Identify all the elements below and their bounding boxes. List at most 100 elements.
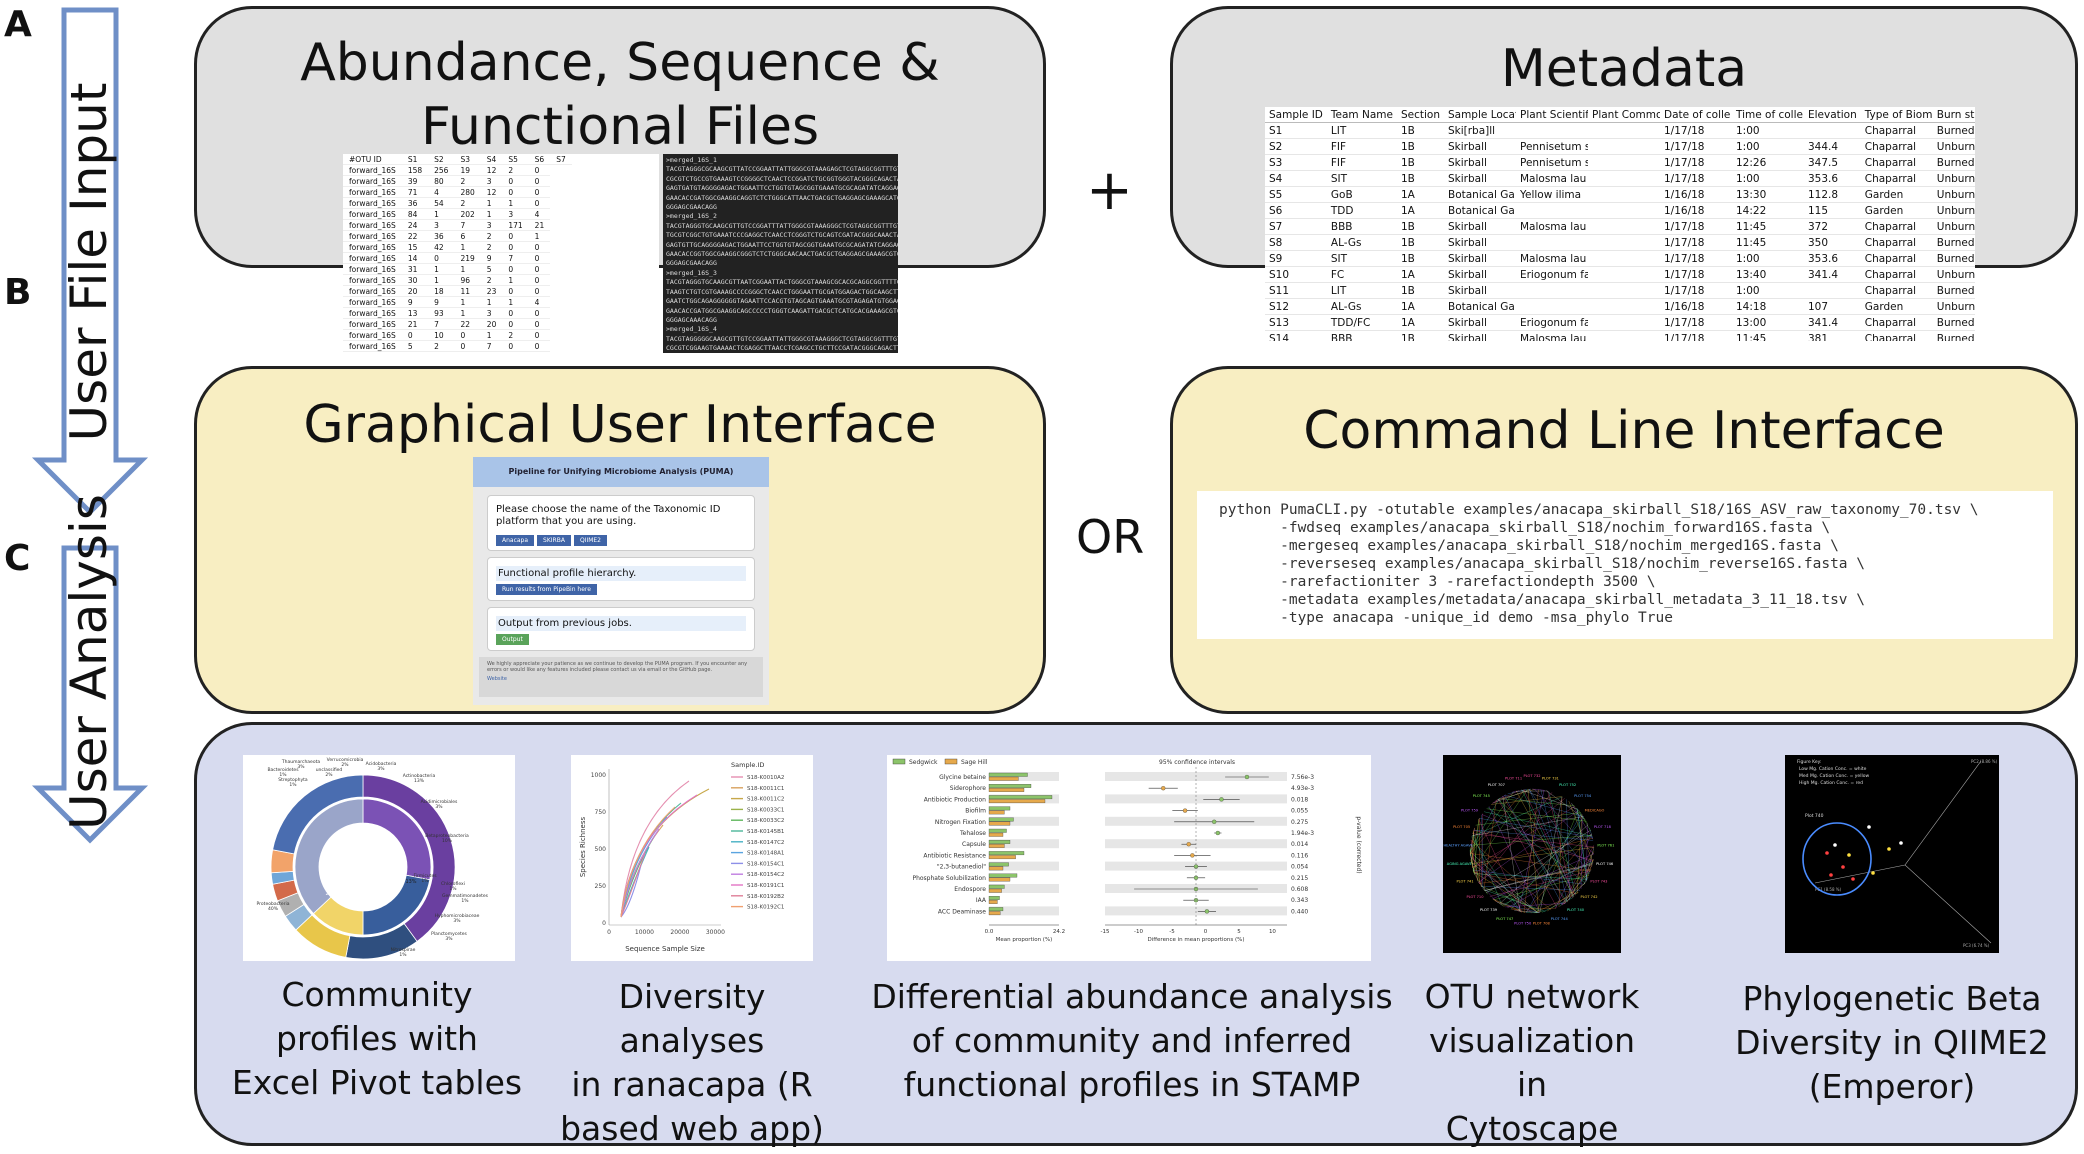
- ci-point: [1215, 830, 1220, 836]
- right-tick: -10: [1134, 929, 1143, 935]
- gui-footer-text: We highly appreciate your patience as we…: [487, 661, 748, 673]
- abundance-cell: 280: [454, 186, 481, 198]
- row-band: [1105, 906, 1287, 916]
- abundance-cell: 30: [401, 274, 429, 286]
- caption-network-l1: OTU network: [1424, 977, 1640, 1016]
- abundance-cell: 2: [428, 340, 455, 352]
- mean-bar-sedgwick: [988, 851, 1025, 856]
- metadata-cell: Chaparral: [1860, 282, 1933, 299]
- metadata-cell: Ski[rba]ll: [1443, 122, 1516, 139]
- p-value: 0.014: [1291, 841, 1308, 848]
- y-tick-label: 1000: [591, 772, 606, 779]
- metadata-cell: S9: [1265, 250, 1327, 267]
- metadata-cell: 347.5: [1803, 154, 1861, 171]
- network-node-label: PLOT 740: [1567, 908, 1585, 912]
- metadata-cell: Botanical Ga Yellow ilima: [1443, 298, 1516, 315]
- metadata-cell: Skirball: [1443, 170, 1516, 187]
- metadata-cell: [1587, 250, 1660, 267]
- sequence-line: >merged_16S_4: [666, 325, 717, 334]
- axis-line: [1814, 864, 1906, 884]
- p-value: 0.018: [1291, 796, 1308, 803]
- metadata-cell: [1803, 122, 1861, 139]
- abundance-cell: 18: [428, 285, 455, 297]
- feature-label: ACC Deaminase: [938, 908, 986, 915]
- ci-point: [1190, 853, 1195, 858]
- network-node-label: PLOT 752: [1559, 783, 1576, 787]
- sequence-line: TAAGTCTGTCGTGAAAGCCCCGGGCTCAACCTGGGAATTG…: [666, 287, 898, 296]
- p-value: 0.116: [1291, 852, 1308, 859]
- metadata-cell: S7: [1265, 218, 1327, 235]
- network-edge: [1480, 885, 1543, 913]
- network-edge: [1548, 791, 1576, 895]
- metadata-cell: 1A: [1396, 186, 1444, 203]
- metadata-cell: Botanical Ga Sida fallax: [1443, 186, 1516, 203]
- abundance-cell: 31: [401, 263, 429, 275]
- network-edge: [1470, 862, 1538, 913]
- rarefaction-curve: [620, 788, 710, 918]
- metadata-cell: 1A: [1396, 314, 1444, 331]
- metadata-cell: 1:00: [1731, 122, 1804, 139]
- metadata-cell: 112.8: [1803, 186, 1861, 203]
- skirba-button[interactable]: SKIRBA: [537, 535, 571, 546]
- axis-label: PC1 (8.58 %): [1815, 887, 1842, 892]
- abundance-cell: 4: [528, 296, 551, 308]
- metadata-cell: 1/17/18: [1659, 154, 1732, 171]
- network-edge: [1471, 796, 1563, 837]
- abundance-cell: 1: [480, 296, 503, 308]
- abundance-cell: 9: [480, 252, 503, 264]
- network-edge: [1470, 855, 1521, 913]
- abundance-cell: forward_16S: [343, 296, 402, 308]
- metadata-cell: 13:30: [1731, 186, 1804, 203]
- user-file-input-label: User File Input: [60, 82, 118, 442]
- mean-bar-sagehill: [988, 788, 1025, 792]
- abundance-cell: 0: [528, 175, 551, 187]
- sequence-line: >merged_16S_3: [666, 268, 717, 277]
- caption-emperor-l1: Phylogenetic Beta: [1742, 979, 2042, 1018]
- right-tick: 0: [1204, 929, 1208, 935]
- pie-label: unclassified: [316, 767, 343, 773]
- ci-point: [1186, 842, 1191, 847]
- metadata-cell: 1B: [1396, 122, 1444, 139]
- metadata-cell: Garden: [1860, 186, 1933, 203]
- metadata-cell: 13:00: [1731, 314, 1804, 331]
- pie-pct: 1%: [461, 898, 469, 904]
- metadata-cell: [1587, 234, 1660, 251]
- row-band: [989, 816, 1059, 826]
- gui-footer: We highly appreciate your patience as we…: [479, 657, 763, 697]
- website-link[interactable]: Website: [487, 676, 507, 682]
- metadata-cell: 14:22: [1731, 202, 1804, 219]
- metadata-cell: Unburned: [1932, 202, 1975, 219]
- metadata-cell: 1/17/18: [1659, 250, 1732, 267]
- abundance-cell: forward_16S: [343, 307, 402, 319]
- anacapa-button[interactable]: Anacapa: [496, 535, 535, 546]
- abundance-cell: 0: [528, 164, 551, 176]
- abundance-cell: 1: [454, 241, 481, 253]
- metadata-cell: Skirball: [1443, 218, 1516, 235]
- x-tick-label: 0: [607, 929, 611, 936]
- abundance-cell: 12: [480, 186, 503, 198]
- network-edge: [1473, 872, 1578, 894]
- caption-diversity-l2: in ranacapa (R: [571, 1065, 813, 1104]
- qiime2-button[interactable]: QIIME2: [573, 535, 607, 546]
- caption-stamp-l3: functional profiles in STAMP: [903, 1065, 1361, 1104]
- metadata-cell: Skirball: [1443, 330, 1516, 341]
- output-button[interactable]: Output: [496, 634, 529, 645]
- metadata-cell: Eriogonum fa California Bu: [1515, 314, 1588, 331]
- network-node-label: PLOT 750: [1514, 921, 1532, 925]
- left-tick: 24.2: [1053, 929, 1065, 935]
- network-edge: [1532, 788, 1545, 791]
- run-results-button[interactable]: Run results from PipeBin here: [496, 584, 597, 595]
- abundance-cell: 0: [528, 274, 551, 286]
- feature-label: Nitrogen Fixation: [935, 819, 986, 826]
- metadata-cell: 1B: [1396, 282, 1444, 299]
- metadata-header-cell: Team Name: [1326, 107, 1397, 123]
- network-edge: [1494, 900, 1522, 913]
- abundance-cell: 0: [502, 307, 529, 319]
- metadata-cell: Malosma lau Laurel sumac: [1515, 170, 1588, 187]
- p-value: 0.215: [1291, 875, 1308, 882]
- metadata-cell: Botanical Ga Arctostaphyl Manzanita: [1443, 202, 1516, 219]
- ci-point: [1182, 808, 1188, 813]
